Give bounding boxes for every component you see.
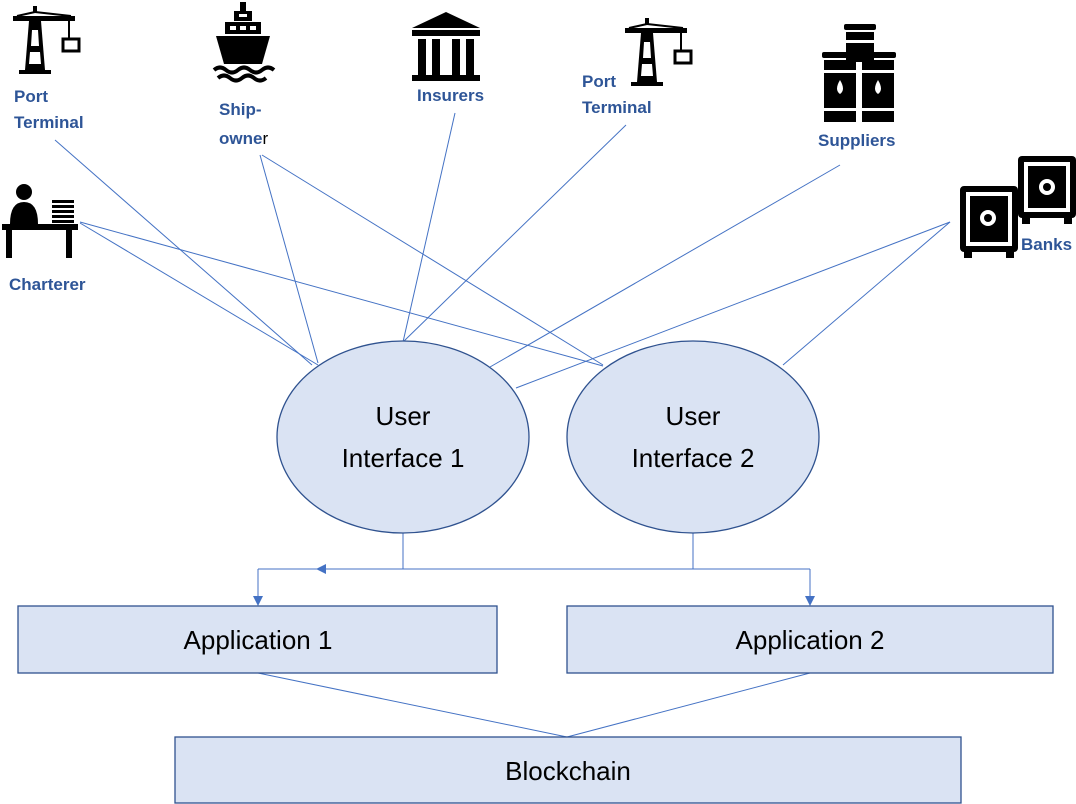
blockchain-label: Blockchain [505, 756, 631, 786]
shipowner-label-line1: Ship- [219, 100, 262, 119]
port-terminal-right-label-line2: Terminal [582, 98, 652, 117]
application-2-box [566, 605, 1054, 674]
actor-suppliers[interactable]: Suppliers [818, 24, 896, 150]
connector-banks-ui1 [515, 221, 951, 389]
user-interface-2[interactable]: User Interface 2 [566, 340, 820, 534]
actor-insurers[interactable]: Insurers [412, 12, 484, 105]
connector-shipowner-ui2 [261, 154, 604, 366]
application-1-box [17, 605, 498, 674]
safe-icon [960, 156, 1076, 258]
bank-building-icon [412, 12, 480, 81]
banks-label: Banks [1021, 235, 1072, 254]
interface-arrows [253, 533, 815, 606]
blockchain-box [174, 736, 962, 804]
connector-shipowner-ui1 [259, 154, 319, 364]
actor-port-terminal-left[interactable]: Port Terminal [13, 6, 84, 132]
port-terminal-left-label-line2: Terminal [14, 113, 84, 132]
connector-suppliers-ui1 [489, 164, 841, 368]
actor-charterer[interactable]: Charterer [2, 184, 86, 294]
user-interface-2-line1: User [666, 401, 721, 431]
arrowhead-bus-mid [316, 564, 326, 574]
actor-banks[interactable]: Banks [960, 156, 1076, 258]
user-interface-1-shape [276, 340, 530, 534]
crane-icon [625, 18, 693, 86]
application-1-label: Application 1 [184, 625, 333, 655]
suppliers-label: Suppliers [818, 131, 895, 150]
application-1[interactable]: Application 1 [17, 605, 498, 674]
ship-icon [212, 2, 276, 83]
user-interface-1-line2: Interface 1 [342, 443, 465, 473]
shipowner-label-line2-tail: r [262, 129, 268, 148]
oil-barrels-icon [822, 24, 896, 122]
port-terminal-right-label-line1: Port [582, 72, 616, 91]
charterer-label: Charterer [9, 275, 86, 294]
application-2-label: Application 2 [736, 625, 885, 655]
user-interface-2-shape [566, 340, 820, 534]
connector-insurers-ui1 [402, 112, 456, 343]
connector-app1-blockchain [257, 672, 568, 738]
crane-icon [13, 6, 81, 74]
application-2[interactable]: Application 2 [566, 605, 1054, 674]
connector-port-terminal-left-ui1 [54, 139, 313, 366]
shipowner-label-line2-main: owne [219, 129, 262, 148]
connector-charterer-ui2 [79, 221, 604, 367]
connector-charterer-ui1 [79, 222, 319, 366]
connector-banks-ui2 [782, 221, 951, 366]
user-interface-2-line2: Interface 2 [632, 443, 755, 473]
connector-app2-blockchain [566, 672, 811, 738]
port-terminal-left-label-line1: Port [14, 87, 48, 106]
arrowhead-app2 [805, 596, 815, 606]
blockchain[interactable]: Blockchain [174, 736, 962, 804]
user-interface-1-line1: User [376, 401, 431, 431]
user-interface-1[interactable]: User Interface 1 [276, 340, 530, 534]
desk-person-icon [2, 184, 78, 258]
arrowhead-app1 [253, 596, 263, 606]
connector-port-terminal-right-ui1 [402, 124, 627, 343]
actor-connectors [54, 112, 951, 389]
shipowner-label-line2: owner [219, 129, 268, 148]
insurers-label: Insurers [417, 86, 484, 105]
actor-port-terminal-right[interactable]: Port Terminal [582, 18, 693, 117]
actor-shipowner[interactable]: Ship- owner [212, 2, 276, 148]
app-blockchain-connectors [257, 672, 811, 738]
